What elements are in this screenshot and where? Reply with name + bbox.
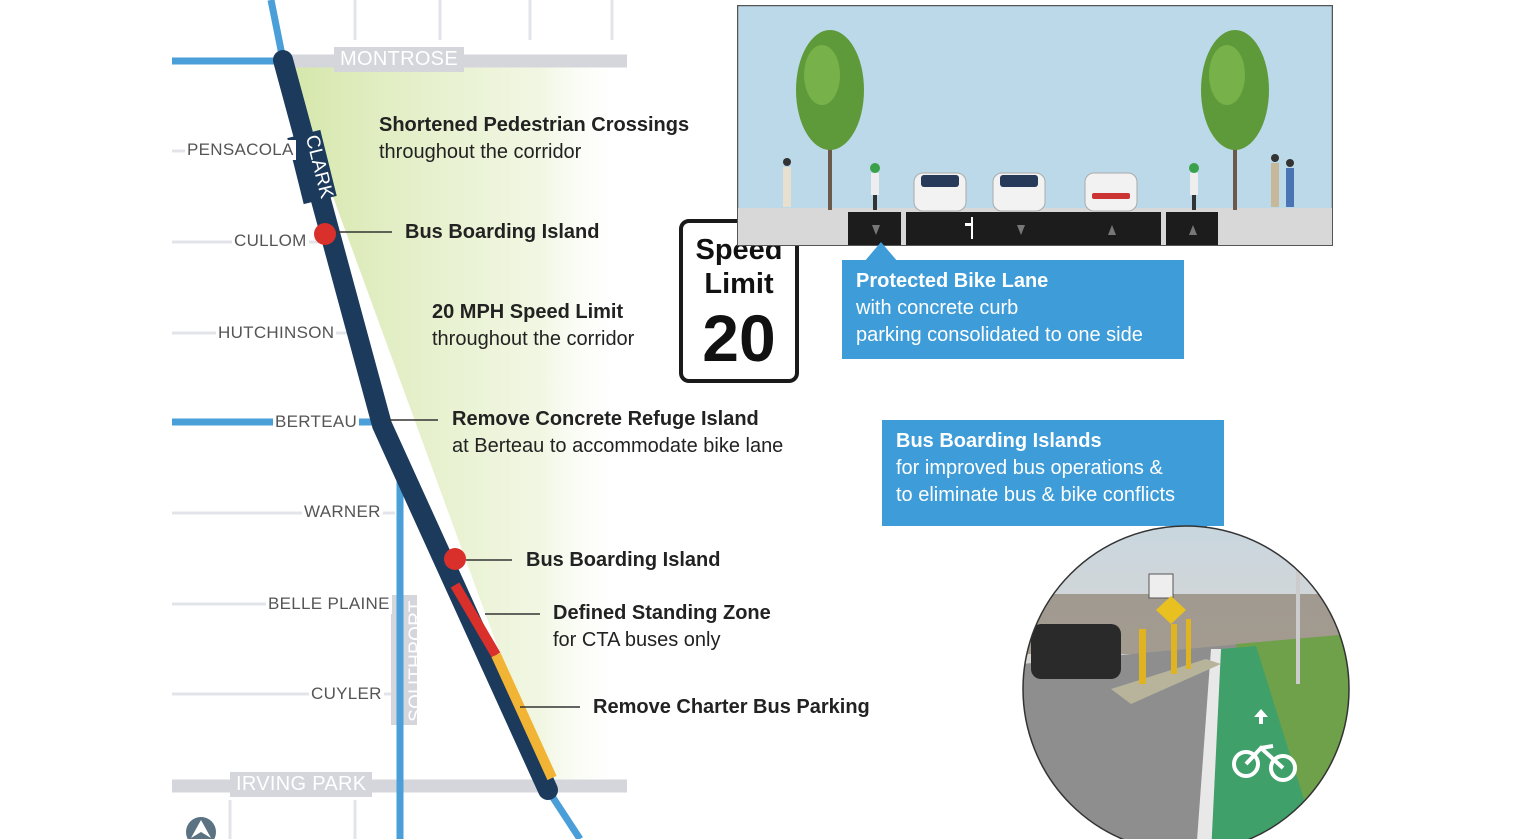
callout-bus-island-2: Bus Boarding Island xyxy=(526,547,720,574)
box-line: with concrete curb xyxy=(856,297,1019,319)
car-icon xyxy=(913,172,967,212)
bus-boarding-islands-box: Bus Boarding Islands for improved bus op… xyxy=(882,420,1224,526)
tree-icon xyxy=(796,30,864,210)
callout-pedestrian-crossings: Shortened Pedestrian Crossings throughou… xyxy=(379,112,689,166)
box-line: for improved bus operations & xyxy=(896,457,1163,479)
study-area xyxy=(283,60,627,785)
speed-limit-sign: Speed Limit 20 xyxy=(679,219,799,383)
bike-lane-symbol-icon xyxy=(1232,744,1297,782)
lane-arrow-icon xyxy=(1254,709,1268,724)
leader-lines xyxy=(336,231,580,708)
street-label-southport: SOUTHPORT xyxy=(405,600,427,722)
callout-refuge-island: Remove Concrete Refuge Island at Berteau… xyxy=(452,406,783,460)
callout-title: Remove Charter Bus Parking xyxy=(593,696,870,718)
protected-bike-lane-box: Protected Bike Lane with concrete curb p… xyxy=(842,260,1184,359)
north-arrow-icon xyxy=(186,817,216,839)
street-label-belle-plaine: BELLE PLAINE xyxy=(266,594,392,614)
callout-title: 20 MPH Speed Limit xyxy=(432,301,624,323)
pedestrian-icon xyxy=(783,158,791,207)
street-label-irving-park: IRVING PARK xyxy=(230,772,373,797)
standing-zone-segment xyxy=(450,582,501,658)
car-icon xyxy=(992,172,1046,212)
street-label-cullom: CULLOM xyxy=(232,231,309,251)
box-title: Protected Bike Lane xyxy=(856,270,1049,292)
street-label-warner: WARNER xyxy=(302,502,383,522)
lane-arrows xyxy=(872,225,1197,235)
street-label-berteau: BERTEAU xyxy=(273,412,360,432)
callout-title: Bus Boarding Island xyxy=(405,221,600,243)
callout-title: Bus Boarding Island xyxy=(526,549,721,571)
street-label-pensacola: PENSACOLA xyxy=(185,140,296,160)
street-label-cuyler: CUYLER xyxy=(309,684,384,704)
callout-sub: at Berteau to accommodate bike lane xyxy=(452,435,784,457)
bus-island-photo xyxy=(1022,525,1350,839)
callout-standing-zone: Defined Standing Zone for CTA buses only xyxy=(553,600,771,654)
callout-speed-limit: 20 MPH Speed Limit throughout the corrid… xyxy=(432,299,634,353)
callout-charter-parking: Remove Charter Bus Parking xyxy=(593,694,870,721)
box-title: Bus Boarding Islands xyxy=(896,430,1102,452)
tree-icon xyxy=(1201,30,1269,210)
street-label-hutchinson: HUTCHINSON xyxy=(216,323,337,343)
callout-title: Remove Concrete Refuge Island xyxy=(452,408,759,430)
cyclist-icon xyxy=(1189,163,1199,210)
sign-value: 20 xyxy=(702,301,776,375)
callout-sub: throughout the corridor xyxy=(432,328,635,350)
box-line: parking consolidated to one side xyxy=(856,324,1143,346)
charter-parking-segment xyxy=(491,652,557,781)
street-cross-section xyxy=(737,5,1333,246)
bus-stop-marker xyxy=(444,548,466,570)
sign-line-2: Limit xyxy=(704,268,774,300)
clark-label-plate xyxy=(287,129,337,205)
bike-lane-pointer xyxy=(864,242,898,262)
callout-title: Defined Standing Zone xyxy=(553,602,771,624)
car-icon xyxy=(1084,172,1138,212)
callout-bus-island-1: Bus Boarding Island xyxy=(405,219,599,246)
bus-stop-marker xyxy=(314,223,336,245)
box-line: to eliminate bus & bike conflicts xyxy=(896,484,1176,506)
street-label-montrose: MONTROSE xyxy=(334,47,464,72)
callout-sub: throughout the corridor xyxy=(379,141,582,163)
callout-title: Shortened Pedestrian Crossings xyxy=(379,114,690,136)
pedestrian-icon xyxy=(1271,154,1294,207)
cyclist-icon xyxy=(870,163,880,210)
callout-sub: for CTA buses only xyxy=(553,629,721,651)
